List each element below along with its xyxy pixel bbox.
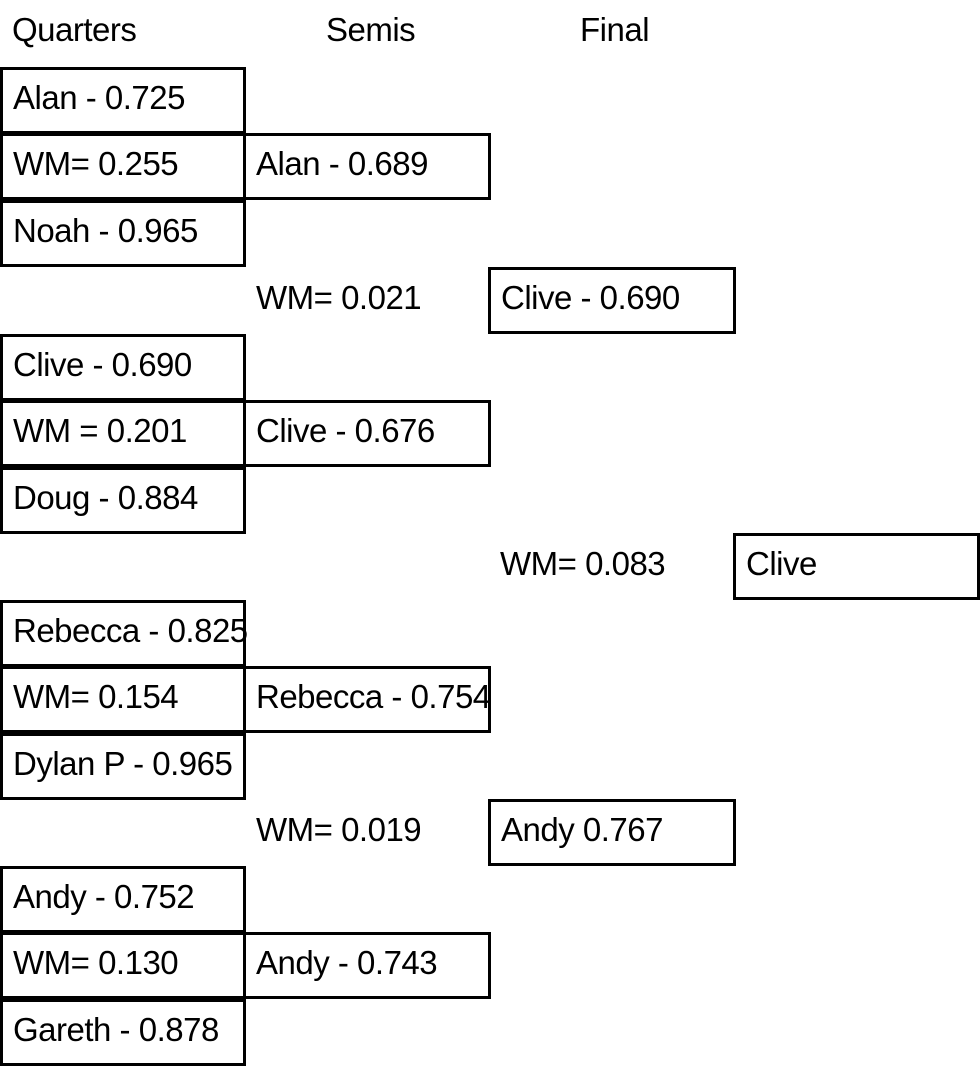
sf1-qualifier: Alan - 0.689 <box>243 133 491 200</box>
final-bottom-qualifier: Andy 0.767 <box>488 799 736 866</box>
qf1-top-competitor: Alan - 0.725 <box>0 67 246 134</box>
final-top-qualifier: Clive - 0.690 <box>488 267 736 334</box>
qf4-top-competitor: Andy - 0.752 <box>0 866 246 933</box>
sf4-qualifier: Andy - 0.743 <box>243 932 491 999</box>
quarters-header: Quarters <box>12 11 137 48</box>
qf4-bottom-competitor: Gareth - 0.878 <box>0 999 246 1066</box>
sf3-qualifier: Rebecca - 0.754 <box>243 666 491 733</box>
qf1-winning-margin: WM= 0.255 <box>0 133 246 200</box>
qf4-winning-margin: WM= 0.130 <box>0 932 246 999</box>
semi-bottom-winning-margin: WM= 0.019 <box>256 811 422 848</box>
champion: Clive <box>733 533 980 600</box>
qf3-winning-margin: WM= 0.154 <box>0 666 246 733</box>
qf1-bottom-competitor: Noah - 0.965 <box>0 200 246 267</box>
semi-top-winning-margin: WM= 0.021 <box>256 279 422 316</box>
semis-header: Semis <box>326 11 416 48</box>
qf3-bottom-competitor: Dylan P - 0.965 <box>0 733 246 800</box>
qf2-winning-margin: WM = 0.201 <box>0 400 246 467</box>
sf2-qualifier: Clive - 0.676 <box>243 400 491 467</box>
qf2-top-competitor: Clive - 0.690 <box>0 334 246 401</box>
final-winning-margin: WM= 0.083 <box>500 545 666 582</box>
qf2-bottom-competitor: Doug - 0.884 <box>0 467 246 534</box>
qf3-top-competitor: Rebecca - 0.825 <box>0 600 248 667</box>
final-header: Final <box>580 11 650 48</box>
